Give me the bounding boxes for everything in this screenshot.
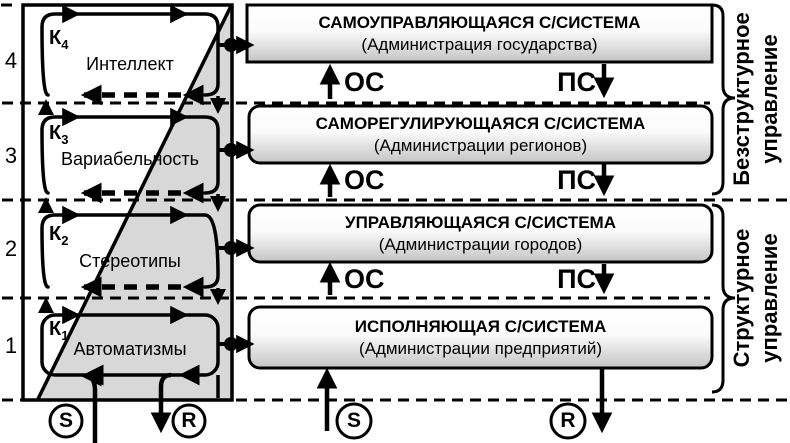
level-number-3: 3 [4,143,18,168]
system-box-1 [245,3,714,64]
k4-loop [40,12,220,97]
reaction-letter-left: R [181,409,197,432]
system-box-1-text: САМОУПРАВЛЯЮЩАЯСЯ С/СИСТЕМА (Администрац… [247,5,712,62]
return-arrowheads [80,84,204,386]
system-2-subtitle: (Администрации регионов) [373,135,588,155]
stimulus-letter-left: S [58,409,73,432]
level-name-intellect: Интеллект [86,54,174,74]
structured-line2: управление [757,233,782,363]
system-4-title: ИСПОЛНЯЮЩАЯ С/СИСТЕМА [354,317,607,337]
system-boxes [245,3,714,370]
direct-label-2: ПС [557,165,596,195]
stimulus-in-arrow [80,365,102,443]
system-3-title: УПРАВЛЯЮЩАЯСЯ С/СИСТЕМА [345,213,616,233]
system-2-title: САМОРЕГУЛИРУЮЩАЯСЯ С/СИСТЕМА [315,114,646,134]
system-3-subtitle: (Администрации городов) [378,234,583,254]
structured-line1: Структурное [729,228,754,368]
reaction-circle [171,403,207,439]
system-1-subtitle: (Администрация государства) [361,34,598,54]
unstructured-line1: Безструктурное [729,12,754,186]
system-4-subtitle: (Администрации предприятий) [358,338,603,358]
right-io-arrows [316,367,613,434]
system-box-3-text: УПРАВЛЯЮЩАЯСЯ С/СИСТЕМА (Администрации г… [249,205,712,262]
level-name-stereotypes: Стереотипы [79,251,181,271]
feedback-label-3: ОС [344,264,385,294]
brace-structured [711,203,736,394]
system-box-2 [247,104,714,165]
reaction-out-arrow [150,372,172,434]
braces [711,3,736,394]
k2-label: К2 [49,223,68,248]
k4-label: К4 [49,27,68,52]
k1-sub: 1 [61,328,69,343]
dashed-returns [84,92,203,290]
interlevel-connectors [37,96,227,398]
right-io-circles [335,402,587,440]
left-io-circles [48,403,207,439]
level-number-1: 1 [4,333,18,358]
level-number-2: 2 [4,236,18,261]
k1-label: К1 [49,318,68,343]
system-1-title: САМОУПРАВЛЯЮЩАЯСЯ С/СИСТЕМА [318,13,641,33]
level-name-automatisms: Автоматизмы [73,339,187,359]
level-number-4: 4 [4,48,18,73]
unstructured-control-label: Безструктурное управление [728,0,790,204]
stimulus-circle-right [335,402,373,440]
k3-label: К3 [49,122,68,147]
left-io-arrows [80,365,172,443]
reaction-circle-right [549,402,587,440]
system-box-2-text: САМОРЕГУЛИРУЮЩАЯСЯ С/СИСТЕМА (Администра… [249,106,712,163]
level-name-variability: Вариабельность [60,149,200,169]
k4-sub: 4 [61,37,69,52]
k4-base: К [49,27,62,49]
structured-control-label: Структурное управление [728,193,790,403]
direct-label-3: ПС [557,264,596,294]
k3-base: К [49,122,62,144]
diagonal-line [36,5,233,400]
feedback-label-2: ОС [344,165,385,195]
k2-loop [40,213,220,289]
brace-unstructured [711,3,736,196]
k3-loop [40,115,220,195]
feedback-label-1: ОС [344,67,385,97]
forward-arrowheads [62,4,189,325]
direct-label-1: ПС [557,67,596,97]
stimulus-circle [48,403,84,439]
psyche-block-border [21,3,234,402]
unstructured-line2: управление [757,34,782,164]
reaction-letter-right: R [560,409,576,432]
k2-sub: 2 [61,233,69,248]
k1-base: К [49,318,62,340]
k3-sub: 3 [61,132,69,147]
stimulus-letter-right: S [346,409,361,432]
system-box-3 [247,203,714,264]
system-box-4-text: ИСПОЛНЯЮЩАЯ С/СИСТЕМА (Администрации пре… [249,307,712,368]
k2-base: К [49,223,62,245]
